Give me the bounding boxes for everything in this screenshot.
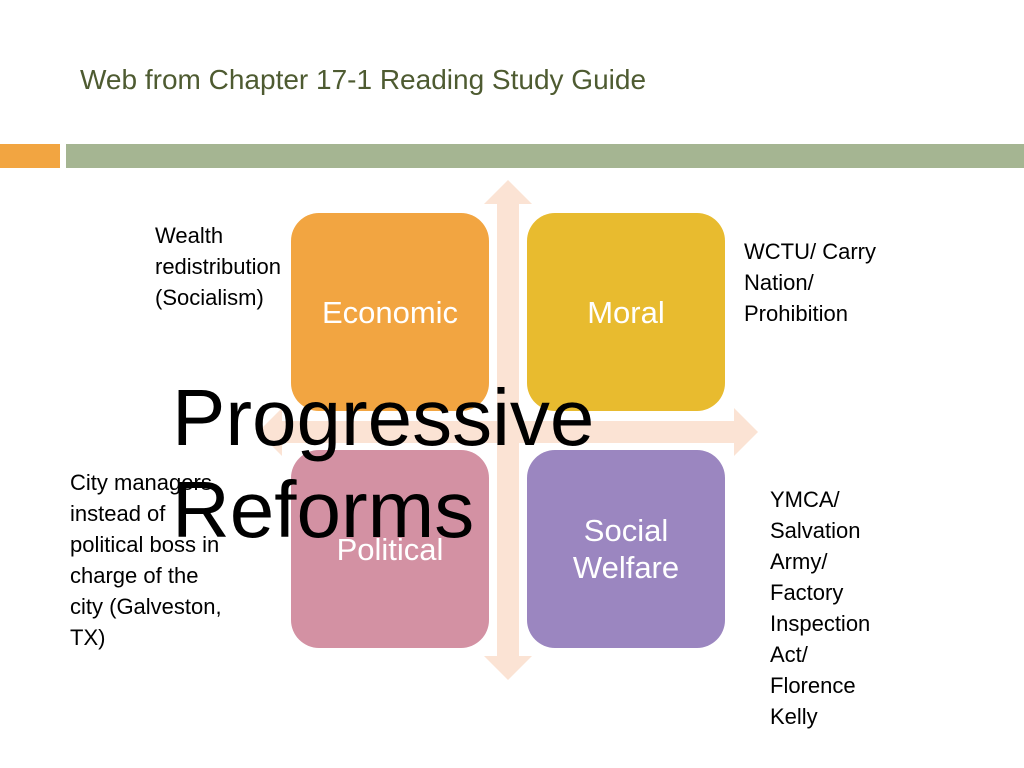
note-line: Florence xyxy=(770,673,856,698)
quadrant-social-welfare-label: Social Welfare xyxy=(573,512,679,586)
note-line: Prohibition xyxy=(744,301,848,326)
quadrant-label-line: Moral xyxy=(587,294,665,330)
note-line: city (Galveston, xyxy=(70,594,222,619)
note-line: Salvation xyxy=(770,518,861,543)
note-line: redistribution xyxy=(155,254,281,279)
quadrant-social-welfare: Social Welfare xyxy=(527,450,725,648)
accent-bar-orange xyxy=(0,144,60,168)
note-line: (Socialism) xyxy=(155,285,264,310)
quadrant-label-line: Social xyxy=(583,513,669,548)
quadrant-label-line: Welfare xyxy=(572,550,680,585)
note-economic: Wealth redistribution (Socialism) xyxy=(155,220,315,313)
note-line: Factory xyxy=(770,580,844,605)
center-title: Progressive Reforms xyxy=(172,372,632,556)
accent-bar-green xyxy=(66,144,1024,168)
note-line: YMCA/ xyxy=(770,487,840,512)
quadrant-moral: Moral xyxy=(527,213,725,411)
quadrant-moral-label: Moral xyxy=(587,294,665,331)
note-line: Army/ xyxy=(770,549,828,574)
quadrant-label-line: Political xyxy=(336,531,444,567)
center-title-line2: Reforms xyxy=(172,465,475,554)
quadrant-political-label: Political xyxy=(337,531,444,568)
note-line: City managers xyxy=(70,470,212,495)
center-title-line1: Progressive xyxy=(172,373,595,462)
note-political: City managers instead of political boss … xyxy=(70,467,260,653)
note-social-welfare: YMCA/ Salvation Army/ Factory Inspection… xyxy=(770,484,900,732)
quadrant-label-line: Economic xyxy=(321,294,459,330)
note-line: Wealth xyxy=(155,223,224,248)
note-line: instead of xyxy=(70,501,166,526)
note-line: Nation/ xyxy=(744,270,814,295)
horizontal-arrow xyxy=(258,408,758,456)
quadrant-economic: Economic xyxy=(291,213,489,411)
note-line: charge of the xyxy=(70,563,199,588)
note-line: TX) xyxy=(70,625,106,650)
quadrant-political: Political xyxy=(291,450,489,648)
note-line: political boss in xyxy=(70,532,220,557)
note-line: WCTU/ Carry xyxy=(744,239,876,264)
note-line: Act/ xyxy=(770,642,808,667)
quadrant-economic-label: Economic xyxy=(322,294,458,331)
note-moral: WCTU/ Carry Nation/ Prohibition xyxy=(744,236,914,329)
note-line: Inspection xyxy=(770,611,871,636)
note-line: Kelly xyxy=(770,704,818,729)
slide-title: Web from Chapter 17-1 Reading Study Guid… xyxy=(80,64,647,95)
